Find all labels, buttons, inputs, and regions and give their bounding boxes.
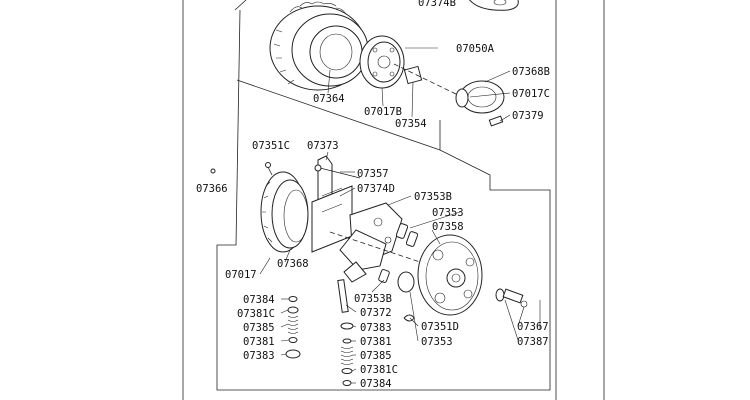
label-07353-b: 07353: [421, 336, 453, 348]
ring-07017: [260, 171, 309, 253]
bolt-07367: [495, 288, 528, 308]
label-07351D: 07351D: [421, 321, 459, 333]
spring-stack-center: [340, 322, 354, 386]
label-07017C: 07017C: [512, 88, 550, 100]
rod-07372: [337, 279, 349, 313]
screw-07351C: [265, 162, 273, 176]
label-07351C: 07351C: [252, 140, 290, 152]
arm-assembly: [329, 229, 421, 283]
label-07384-left: 07384: [243, 294, 275, 306]
bracket-07373: [311, 155, 353, 253]
fragment-07374B: [469, 0, 519, 11]
pins-07353: [378, 223, 419, 293]
label-07381-left: 07381: [243, 336, 275, 348]
label-07050A: 07050A: [456, 43, 495, 55]
label-07366: 07366: [196, 183, 228, 195]
label-07364: 07364: [313, 93, 345, 105]
label-07379: 07379: [512, 110, 544, 122]
label-07358: 07358: [432, 221, 464, 233]
label-07353B-b: 07353B: [354, 293, 392, 305]
label-07017B: 07017B: [364, 106, 402, 118]
label-07383-mid: 07383: [360, 322, 392, 334]
nut-07354: [393, 63, 461, 97]
label-07368B: 07368B: [512, 66, 550, 78]
label-07387: 07387: [517, 336, 549, 348]
label-07381C-left: 07381C: [237, 308, 275, 320]
plate-07017B: [359, 35, 405, 89]
cover-07368B: [455, 80, 505, 127]
leader-lines: [259, 47, 541, 384]
pin-07366: [210, 168, 216, 174]
spring-stack-left: [285, 296, 301, 359]
label-07357: 07357: [357, 168, 389, 180]
label-07372: 07372: [360, 307, 392, 319]
label-07385-mid: 07385: [360, 350, 392, 362]
disc-07358: [417, 234, 483, 316]
label-07383-left: 07383: [243, 350, 275, 362]
frame: [182, 0, 605, 400]
label-07385-left: 07385: [243, 322, 275, 334]
label-07373: 07373: [307, 140, 339, 152]
label-07374B-top: 07374B: [418, 0, 456, 9]
label-07374D: 07374D: [357, 183, 395, 195]
drum-housing: [269, 1, 369, 91]
label-07353B-a: 07353B: [414, 191, 452, 203]
label-07384-mid: 07384: [360, 378, 392, 390]
label-07368: 07368: [277, 258, 309, 270]
label-07017: 07017: [225, 269, 257, 281]
label-07381C-mid: 07381C: [360, 364, 398, 376]
pin-07357: [314, 164, 361, 179]
label-07354: 07354: [395, 118, 427, 130]
label-07353-a: 07353: [432, 207, 464, 219]
label-07381-mid: 07381: [360, 336, 392, 348]
part-labels: 07374B 07050A 07368B 07017C 07379 07364 …: [196, 0, 550, 390]
label-07367: 07367: [517, 321, 549, 333]
